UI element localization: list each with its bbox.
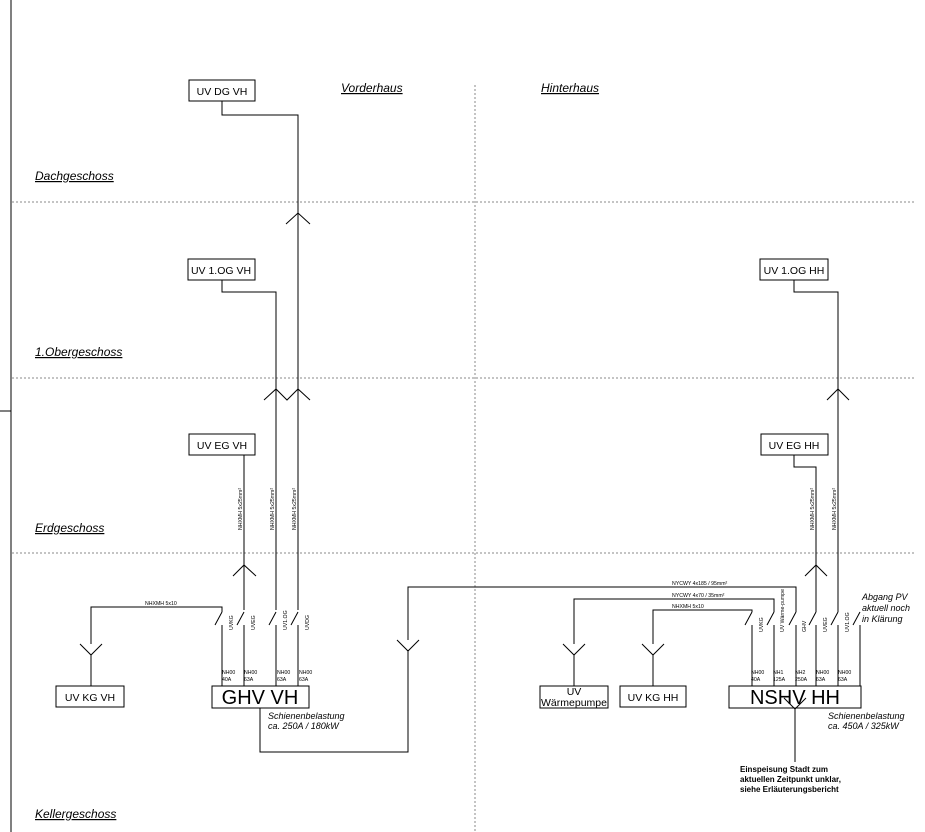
nshv-out-5-fuse: NH00 [838, 670, 851, 676]
nshv-out-3-fuse: NH2 [795, 670, 805, 676]
nshv-out-5-name: UV1.OG [845, 612, 851, 632]
ghv-out-2-fuse: NH00 [244, 670, 257, 676]
nshv-out-4-name: UVEG [823, 617, 829, 632]
nshv-out-1-name: UVKG [759, 617, 765, 632]
nshv-out-4-rating: 63A [816, 677, 826, 683]
box-uv-eg-hh-label: UV EG HH [769, 440, 820, 452]
ghv-out-4-rating: 63A [299, 677, 309, 683]
cable-label-nycwy-185: NYCWY 4x185 / 95mm² [672, 581, 728, 587]
arrow-uv-eg-hh [804, 564, 828, 577]
box-uv-kg-vh: UV KG VH [55, 685, 125, 708]
feed-ghv-supply [259, 650, 409, 753]
nshv-out-2-name: UV Wärme-pumpe [780, 589, 786, 632]
feed-uv-wp [573, 598, 775, 644]
cable-label-dg-vh: NHXMH 5x25mm² [292, 488, 298, 530]
box-nshv-hh: NSHV HH [728, 685, 862, 709]
arrow-ghv-supply [396, 639, 420, 652]
ghv-out-1-name: UVKG [229, 615, 235, 630]
feed-uv-1og-hh [793, 280, 839, 390]
nshv-out-4-fuse: NH00 [816, 670, 829, 676]
ghv-out-2-rating: 63A [244, 677, 254, 683]
cable-label-kg-vh: NHXMH 5x10 [145, 601, 177, 607]
box-uv-kg-hh: UV KG HH [619, 685, 687, 708]
arrow-uv-eg-vh [232, 564, 257, 577]
ghv-out-3-rating: 63A [277, 677, 287, 683]
box-uv-waermepumpe: UV Wärmepumpe [539, 685, 609, 709]
box-uv-wp-line1: UV [567, 686, 582, 698]
box-uv-1og-vh-label: UV 1.OG VH [191, 265, 251, 277]
feed-uv-eg-hh [793, 455, 817, 566]
arrow-uv-1og-hh [826, 388, 850, 401]
pv-note-line2: aktuell noch [862, 603, 910, 613]
box-uv-kg-hh-label: UV KG HH [628, 692, 679, 704]
box-uv-1og-hh-label: UV 1.OG HH [764, 265, 825, 277]
nshv-out-3-rating: 250A [795, 677, 808, 683]
cable-label-nycwy-70: NYCWY 4x70 / 35mm² [672, 593, 725, 599]
cable-label-1og-vh: NHXMH 5x25mm² [270, 488, 276, 530]
feed-ghv-from-nshv [407, 586, 797, 640]
arrow-uv-dg-vh [285, 212, 311, 225]
nshv-load-line2: ca. 450A / 325kW [828, 721, 900, 731]
section-rear: Hinterhaus [541, 81, 599, 95]
feed-uv-kg-hh [652, 609, 753, 644]
arrow-uv-wp [562, 643, 586, 656]
ghv-switches [214, 611, 299, 686]
pv-note-line1: Abgang PV [861, 592, 909, 602]
cable-label-nhxmh-hh: NHXMH 5x10 [672, 604, 704, 610]
box-uv-kg-vh-label: UV KG VH [65, 692, 115, 704]
box-ghv-vh-label: GHV VH [222, 687, 299, 709]
ghv-out-4-fuse: NH00 [299, 670, 312, 676]
floor-attic: Dachgeschoss [35, 169, 114, 183]
floor-ground: Erdgeschoss [35, 521, 104, 535]
arrow-uv-kg-vh [79, 643, 103, 656]
cable-label-1og-hh: NHXMH 5x25mm² [832, 488, 838, 530]
nshv-out-1-rating: 40A [751, 677, 761, 683]
box-uv-eg-vh-label: UV EG VH [197, 440, 247, 452]
cable-label-eg-vh: NHXMH 5x25mm² [238, 488, 244, 530]
ghv-out-3-fuse: NH00 [277, 670, 290, 676]
arrow-city-supply [783, 697, 807, 710]
ghv-load-line1: Schienenbelastung [268, 711, 345, 721]
floor-first: 1.Obergeschoss [35, 345, 122, 359]
section-front: Vorderhaus [341, 81, 403, 95]
nshv-out-2-rating: 125A [773, 677, 786, 683]
box-nshv-hh-label: NSHV HH [750, 687, 840, 709]
box-uv-dg-vh-label: UV DG VH [197, 86, 248, 98]
box-uv-dg-vh: UV DG VH [188, 79, 256, 102]
ghv-load-line2: ca. 250A / 180kW [268, 721, 340, 731]
arrow-uv-kg-hh [641, 643, 665, 656]
floor-basement: Kellergeschoss [35, 807, 116, 821]
cable-label-eg-hh: NHXMH 5x25mm² [810, 488, 816, 530]
feed-uv-kg-vh [90, 606, 223, 644]
box-uv-1og-vh: UV 1.OG VH [187, 258, 256, 281]
nshv-out-2-fuse: NH1 [773, 670, 783, 676]
pv-note-line3: in Klärung [862, 614, 903, 624]
nshv-out-1-fuse: NH00 [751, 670, 764, 676]
nshv-out-3-name: GHV [802, 620, 808, 632]
box-uv-wp-line2: Wärmepumpe [541, 697, 607, 709]
box-uv-eg-hh: UV EG HH [760, 433, 829, 456]
box-ghv-vh: GHV VH [211, 685, 310, 709]
ghv-out-3-name: UV1.OG [283, 610, 289, 630]
ghv-out-4-name: UVDG [305, 615, 311, 630]
feed-uv-1og-vh [221, 280, 277, 390]
feed-uv-dg-vh [221, 101, 299, 214]
nshv-out-5-rating: 63A [838, 677, 848, 683]
supply-note-line3: siehe Erläuterungsbericht [740, 785, 839, 794]
box-uv-eg-vh: UV EG VH [188, 433, 256, 456]
nshv-load-line1: Schienenbelastung [828, 711, 905, 721]
ghv-out-1-rating: 40A [222, 677, 232, 683]
supply-note-line1: Einspeisung Stadt zum [740, 765, 828, 774]
nshv-switches [744, 611, 861, 686]
ghv-out-1-fuse: NH00 [222, 670, 235, 676]
box-uv-1og-hh: UV 1.OG HH [759, 258, 829, 281]
supply-note-line2: aktuellen Zeitpunkt unklar, [740, 775, 841, 784]
arrow-1og-crossing [263, 388, 311, 401]
ghv-out-2-name: UVEG [251, 615, 257, 630]
